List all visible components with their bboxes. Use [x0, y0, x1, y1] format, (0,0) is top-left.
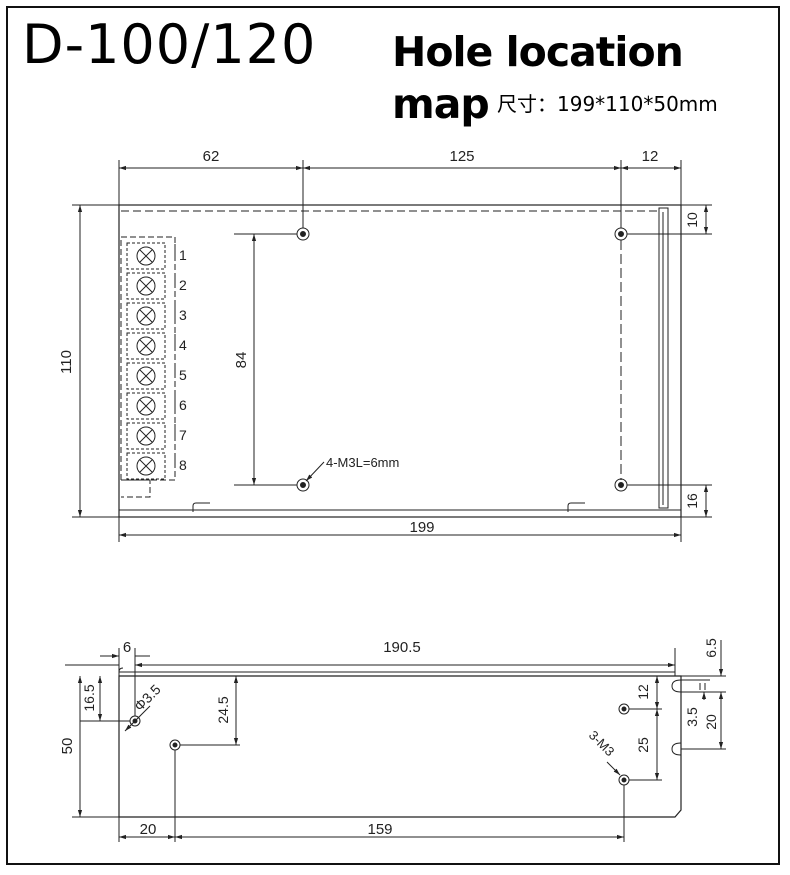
label-side-12: 12	[635, 684, 651, 700]
page-title: Hole location map	[392, 28, 684, 128]
terminal-screw	[126, 272, 176, 300]
terminal-label: 2	[179, 277, 187, 293]
side-view	[65, 640, 726, 842]
mount-hole-top-left	[296, 227, 310, 241]
label-side-3-5: 3.5	[684, 707, 700, 727]
mount-hole-bottom-right	[614, 478, 628, 492]
label-dim-62: 62	[203, 148, 220, 165]
mount-hole-bottom-left	[296, 478, 310, 492]
label-dim-110: 110	[58, 350, 75, 374]
mount-hole-top-right	[614, 227, 628, 241]
hole-note-leader	[305, 461, 325, 482]
side-view-outline	[118, 675, 682, 818]
label-side-6: 6	[123, 639, 131, 656]
terminal-screw	[126, 332, 176, 360]
model-number: D-100/120	[22, 13, 317, 76]
label-side-25: 25	[635, 737, 651, 753]
label-side-50: 50	[59, 738, 76, 755]
terminal-label: 6	[179, 397, 187, 413]
side-hole-left	[169, 739, 181, 751]
hole-note-leader-side	[606, 761, 621, 776]
label-side-190-5: 190.5	[383, 639, 421, 656]
label-dim-12: 12	[642, 148, 659, 165]
label-hole-note-top: 4-M3L=6mm	[326, 455, 399, 470]
label-side-16-5: 16.5	[81, 684, 97, 711]
label-dim-16: 16	[684, 493, 700, 509]
top-view-outline	[118, 204, 682, 518]
size-spec: 尺寸：199*110*50mm	[497, 90, 718, 118]
terminal-screw	[126, 422, 176, 450]
terminal-label: 4	[179, 337, 187, 353]
side-slot-bottom	[671, 742, 682, 756]
drawing-frame	[6, 6, 780, 865]
phi-leader	[124, 705, 151, 732]
terminal-screw	[126, 392, 176, 420]
slot-right	[567, 502, 585, 512]
terminal-screw	[126, 302, 176, 330]
terminal-label: 1	[179, 247, 187, 263]
label-side-20-bottom: 20	[140, 821, 157, 838]
label-side-6-5: 6.5	[703, 638, 719, 658]
terminal-label: 7	[179, 427, 187, 443]
side-hole-right-top	[618, 703, 630, 715]
terminal-screw	[126, 362, 176, 390]
label-dim-199: 199	[409, 519, 434, 536]
top-view	[72, 160, 712, 542]
slot-left	[192, 502, 210, 512]
label-side-24-5: 24.5	[215, 696, 231, 723]
size-value: 199*110*50mm	[557, 92, 718, 116]
terminal-label: 3	[179, 307, 187, 323]
label-side-hole-note: 3-M3	[586, 728, 618, 760]
terminal-block	[120, 236, 176, 498]
label-dim-125: 125	[449, 148, 474, 165]
terminal-label: 5	[179, 367, 187, 383]
terminal-screw	[126, 242, 176, 270]
side-slot-top	[671, 679, 682, 693]
side-hole-right-bottom	[618, 774, 630, 786]
terminal-labels: 1 2 3 4 5 6 7 8	[179, 247, 187, 473]
label-dim-10: 10	[684, 212, 700, 228]
label-side-20-right: 20	[703, 714, 719, 730]
terminal-screw	[126, 452, 176, 480]
label-dim-84: 84	[233, 352, 250, 369]
terminal-screws	[126, 242, 176, 480]
label-side-159: 159	[367, 821, 392, 838]
size-label: 尺寸：	[497, 92, 557, 116]
terminal-label: 8	[179, 457, 187, 473]
right-flange	[658, 207, 669, 509]
